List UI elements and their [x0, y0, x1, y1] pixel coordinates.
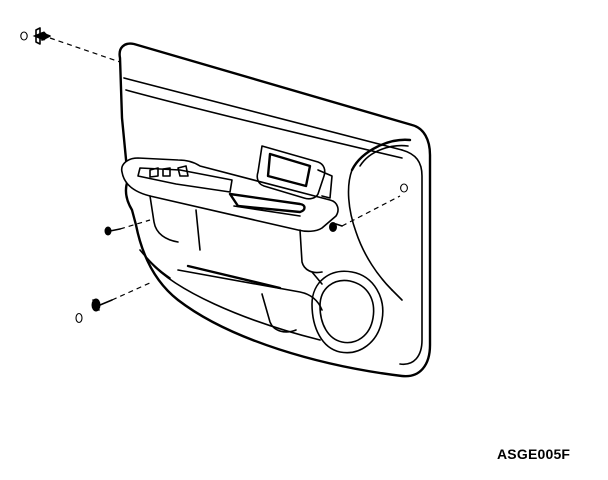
screw-icon	[91, 298, 113, 312]
right-clip-assembly	[329, 183, 408, 232]
mid-left-screw-assembly	[104, 219, 151, 236]
clip-icon	[329, 222, 343, 232]
inner-handle-housing	[256, 145, 333, 200]
washer-icon	[20, 31, 28, 41]
clip-icon	[32, 27, 51, 45]
armrest-switch-panel	[120, 157, 339, 274]
speaker-grille	[311, 270, 384, 354]
upper-right-curve	[347, 138, 412, 301]
washer-icon	[75, 312, 83, 324]
lower-left-screw-assembly	[75, 281, 153, 324]
top-clip-assembly	[20, 27, 121, 63]
figure-code-label: ASGE005F	[497, 446, 571, 462]
screw-icon	[104, 226, 121, 236]
door-trim-panel	[118, 42, 432, 378]
washer-icon	[400, 183, 408, 193]
